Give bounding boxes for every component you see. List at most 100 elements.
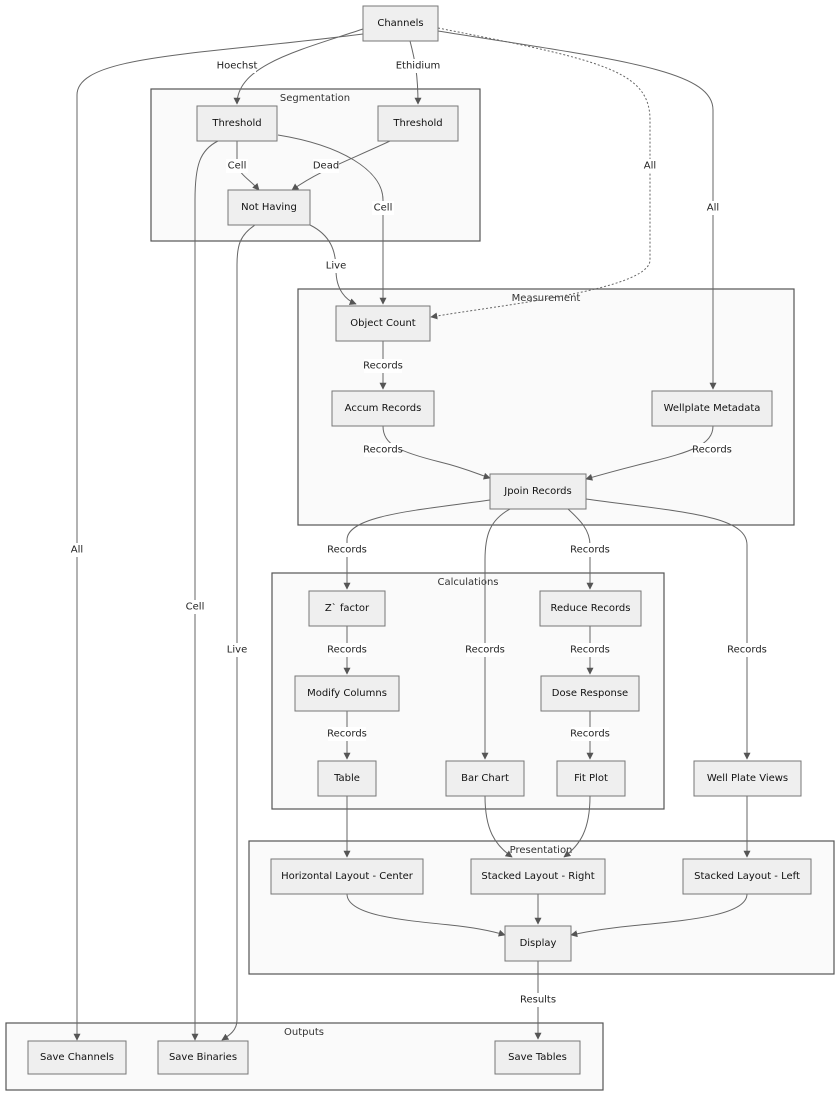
edges <box>73 27 751 1041</box>
node-label: Reduce Records <box>551 603 631 614</box>
edge-label-text: Records <box>570 729 610 740</box>
node-reduce-records[interactable]: Reduce Records <box>539 590 642 627</box>
node-label: Threshold <box>392 118 442 129</box>
edge-label: Live <box>226 643 248 657</box>
node-wellplate-metadata[interactable]: Wellplate Metadata <box>651 390 773 427</box>
edge-label-text: All <box>71 545 83 556</box>
node-bar-chart[interactable]: Bar Chart <box>445 760 525 797</box>
node-label: Z` factor <box>325 602 370 614</box>
nodes: Channels Threshold Threshold Not Having … <box>27 5 812 1075</box>
edge-label: Cell <box>184 600 206 614</box>
cluster-title-segmentation: Segmentation <box>280 93 350 104</box>
node-horizontal-layout[interactable]: Horizontal Layout - Center <box>270 858 424 895</box>
edge-join-well-plate-views <box>585 498 751 760</box>
node-threshold-hoechst[interactable]: Threshold <box>196 105 278 142</box>
node-save-channels[interactable]: Save Channels <box>27 1040 127 1075</box>
edge-accum-records-join <box>382 425 491 480</box>
edge-label: Records <box>570 543 610 557</box>
cluster-title-presentation: Presentation <box>510 845 573 856</box>
edge-label-text: Records <box>327 545 367 556</box>
node-label: Save Tables <box>508 1052 567 1063</box>
edge-label-text: Records <box>465 645 505 656</box>
node-object-count[interactable]: Object Count <box>335 305 431 342</box>
edge-label: All <box>705 201 721 215</box>
edge-labels: Hoechst Ethidium All All All Cell Dead <box>69 59 767 1007</box>
edge-threshold-object-count <box>277 134 387 305</box>
edge-label: Records <box>327 727 367 741</box>
edge-horizontal-display <box>346 893 506 937</box>
edge-join-z-factor <box>343 499 491 590</box>
edge-label: Records <box>727 643 767 657</box>
edge-label: Cell <box>372 201 394 215</box>
node-accum-records[interactable]: Accum Records <box>331 390 435 427</box>
edge-threshold-save-binaries <box>191 140 219 1041</box>
node-label: Dose Response <box>552 688 628 699</box>
edge-label-text: Live <box>227 645 247 656</box>
node-label: Display <box>520 938 557 949</box>
edge-label: Live <box>325 259 347 273</box>
edge-channels-save-channels <box>73 33 364 1041</box>
edge-channels-object-count <box>430 27 651 320</box>
node-modify-columns[interactable]: Modify Columns <box>294 675 400 712</box>
node-label: Save Binaries <box>169 1052 237 1063</box>
node-label: Threshold <box>211 118 261 129</box>
edge-label: Records <box>327 643 367 657</box>
edge-label: Records <box>363 443 403 457</box>
node-label: Well Plate Views <box>707 773 788 784</box>
edge-label: Records <box>363 359 403 373</box>
edge-label: Records <box>327 543 367 557</box>
edge-label-text: Records <box>327 645 367 656</box>
edge-label: Results <box>520 993 556 1007</box>
node-threshold-ethidium[interactable]: Threshold <box>377 105 459 142</box>
edge-label: Dead <box>313 159 339 173</box>
node-label: Accum Records <box>345 403 422 414</box>
node-fit-plot[interactable]: Fit Plot <box>556 760 626 797</box>
cluster-title-calculations: Calculations <box>438 577 499 588</box>
node-save-binaries[interactable]: Save Binaries <box>157 1040 249 1075</box>
edge-join-bar-chart <box>481 508 511 760</box>
node-label: Jpoin Records <box>503 486 571 497</box>
node-label: Bar Chart <box>461 773 509 784</box>
edge-label: Cell <box>226 159 248 173</box>
edge-label-text: Records <box>727 645 767 656</box>
edge-stacked-left-display <box>570 893 748 938</box>
edge-label: All <box>69 543 85 557</box>
edge-bar-chart-stacked-right <box>484 795 513 858</box>
cluster-title-outputs: Outputs <box>284 1027 324 1038</box>
edge-label-text: Cell <box>186 602 205 613</box>
edge-label-text: Ethidium <box>396 61 441 72</box>
node-label: Save Channels <box>40 1052 114 1063</box>
node-stacked-layout-right[interactable]: Stacked Layout - Right <box>470 858 606 895</box>
edge-label: Records <box>692 443 732 457</box>
edge-label-text: All <box>707 203 719 214</box>
edge-metadata-join <box>585 425 714 481</box>
node-dose-response[interactable]: Dose Response <box>540 675 640 712</box>
edge-label: Hoechst <box>217 59 258 73</box>
node-label: Wellplate Metadata <box>664 403 761 414</box>
edge-label-text: Records <box>327 729 367 740</box>
edge-label: Records <box>570 643 610 657</box>
node-stacked-layout-left[interactable]: Stacked Layout - Left <box>682 858 812 895</box>
edge-label-text: Hoechst <box>217 61 258 72</box>
node-display[interactable]: Display <box>504 925 572 962</box>
node-label: Fit Plot <box>574 773 608 784</box>
edge-fit-plot-stacked-right <box>563 795 591 858</box>
edge-label-text: Cell <box>228 161 247 172</box>
edge-label-text: Records <box>570 645 610 656</box>
node-channels[interactable]: Channels <box>362 5 439 42</box>
edge-label-text: Records <box>363 445 403 456</box>
node-join-records[interactable]: Jpoin Records <box>489 473 587 510</box>
edge-label-text: Records <box>363 361 403 372</box>
edge-label: Records <box>465 643 505 657</box>
node-z-factor[interactable]: Z` factor <box>308 590 386 627</box>
edge-not-having-save-binaries <box>221 224 256 1041</box>
node-table[interactable]: Table <box>317 760 377 797</box>
node-save-tables[interactable]: Save Tables <box>494 1040 581 1075</box>
edge-label-text: Live <box>326 261 346 272</box>
edge-label-text: Results <box>520 995 556 1006</box>
node-label: Horizontal Layout - Center <box>281 871 414 882</box>
node-label: Not Having <box>241 202 297 213</box>
edge-label-text: Cell <box>374 203 393 214</box>
node-not-having[interactable]: Not Having <box>227 189 311 226</box>
node-well-plate-views[interactable]: Well Plate Views <box>693 760 802 797</box>
